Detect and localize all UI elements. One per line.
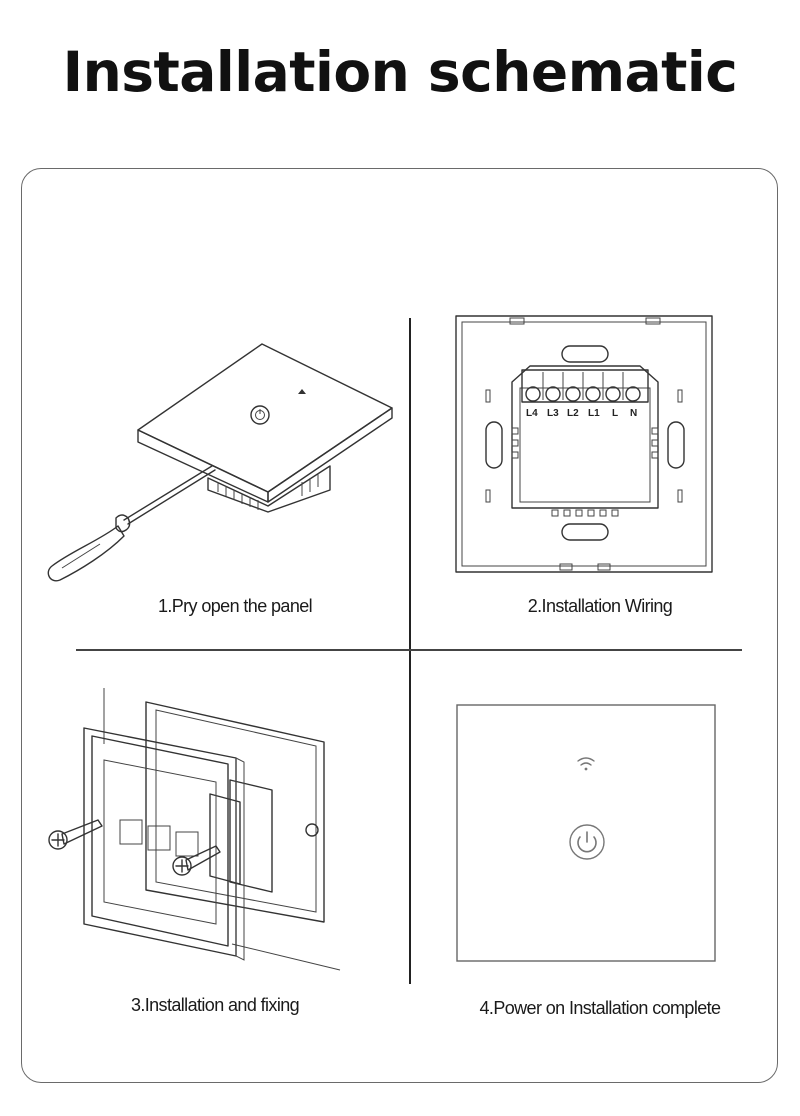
screw-icon bbox=[48, 819, 103, 850]
fixing-illustration bbox=[48, 688, 341, 971]
terminal-label: L2 bbox=[567, 408, 579, 419]
terminal-label: L bbox=[612, 408, 618, 419]
pry-open-illustration bbox=[47, 343, 393, 582]
terminal-label: L3 bbox=[547, 408, 559, 419]
terminal-label: L1 bbox=[588, 408, 600, 419]
page-title: Installation schematic bbox=[62, 40, 738, 104]
power-icon bbox=[250, 405, 270, 425]
step4-caption: 4.Power on Installation complete bbox=[479, 998, 722, 1018]
horizontal-divider bbox=[76, 649, 742, 651]
terminal-label: N bbox=[630, 408, 637, 419]
wifi-icon bbox=[577, 757, 595, 771]
power-button-icon bbox=[569, 824, 605, 860]
wiring-illustration: L4 L3 L2 L1 L N bbox=[455, 315, 713, 573]
steps-frame bbox=[21, 168, 778, 1083]
power-on-illustration bbox=[456, 704, 716, 962]
terminal-label: L4 bbox=[526, 408, 538, 419]
step3-caption: 3.Installation and fixing bbox=[130, 995, 300, 1015]
screw-icon bbox=[172, 845, 221, 876]
terminal-block bbox=[521, 369, 649, 403]
wifi-icon bbox=[298, 389, 306, 394]
vertical-divider bbox=[409, 318, 411, 984]
step1-caption: 1.Pry open the panel bbox=[157, 596, 313, 616]
step2-caption: 2.Installation Wiring bbox=[527, 596, 673, 616]
